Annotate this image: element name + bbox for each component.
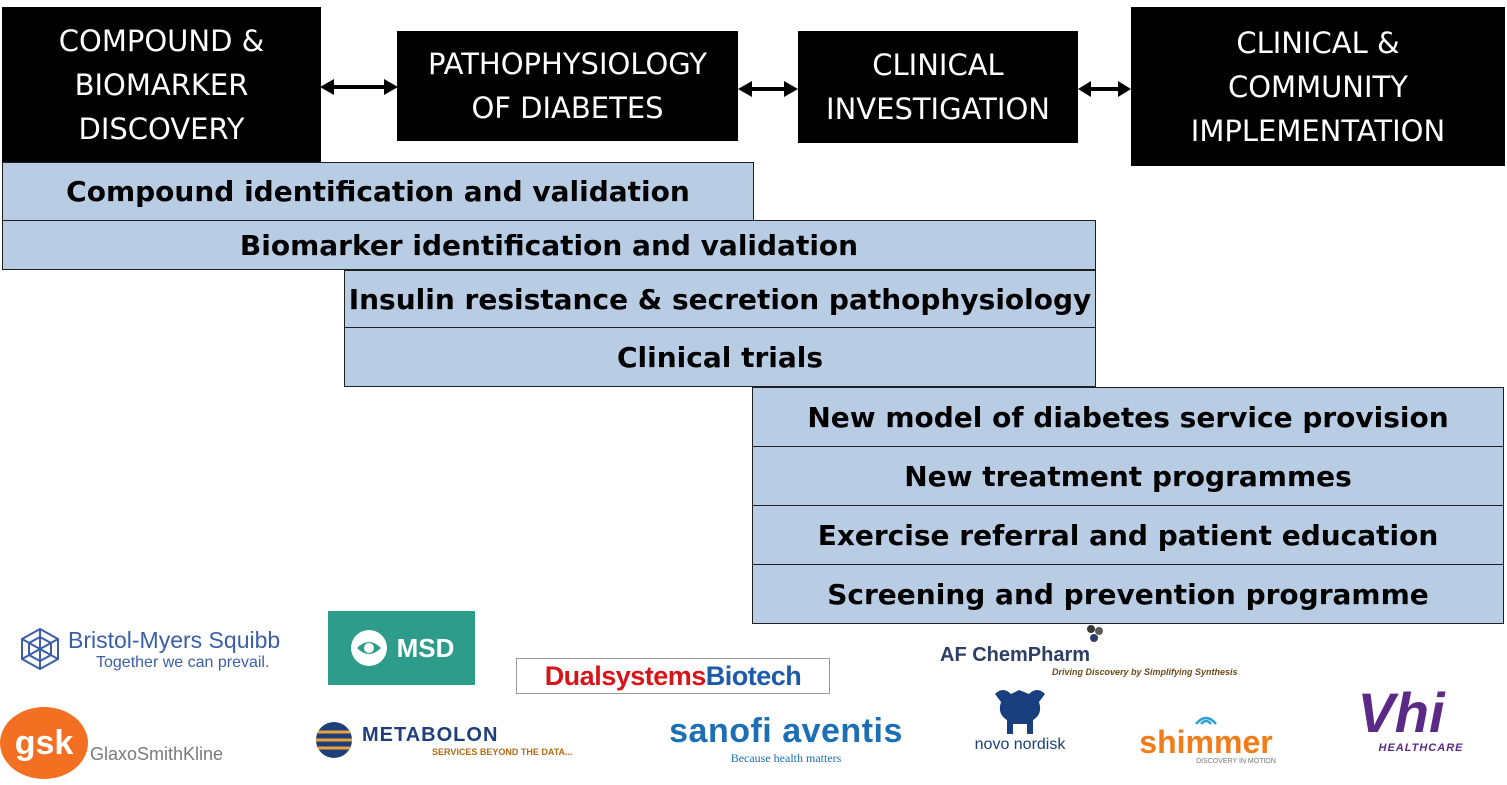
activity-label: Clinical trials xyxy=(616,340,824,374)
metabolon-globe-icon xyxy=(316,722,352,758)
bms-logo: Bristol-Myers Squibb Together we can pre… xyxy=(18,618,288,680)
vhi-tagline: HEALTHCARE xyxy=(1378,742,1464,754)
stage-clinical-community-implementation: CLINICAL & COMMUNITY IMPLEMENTATION xyxy=(1131,7,1505,166)
stage-label: PATHOPHYSIOLOGY OF DIABETES xyxy=(427,47,708,125)
activity-exercise-referral: Exercise referral and patient education xyxy=(752,505,1504,565)
double-arrow-icon xyxy=(320,79,398,95)
activity-label: New treatment programmes xyxy=(904,459,1352,493)
stage-compound-biomarker-discovery: COMPOUND & BIOMARKER DISCOVERY xyxy=(2,7,321,162)
stage-label: COMPOUND & BIOMARKER DISCOVERY xyxy=(58,23,265,146)
stage-label: CLINICAL INVESTIGATION xyxy=(826,48,1050,126)
stage-clinical-investigation: CLINICAL INVESTIGATION xyxy=(798,31,1078,143)
activity-new-service-model: New model of diabetes service provision xyxy=(752,387,1504,447)
activity-label: New model of diabetes service provision xyxy=(807,400,1449,434)
activity-label: Screening and prevention programme xyxy=(827,577,1429,611)
activity-clinical-trials: Clinical trials xyxy=(344,327,1096,387)
metabolon-name: METABOLON xyxy=(362,723,499,746)
metabolon-logo: METABOLON SERVICES BEYOND THE DATA... xyxy=(314,716,604,764)
activity-label: Exercise referral and patient education xyxy=(817,518,1439,552)
bms-tagline: Together we can prevail. xyxy=(96,653,270,671)
sanofi-aventis-logo: sanofi aventis Because health matters xyxy=(648,712,924,776)
vhi-logo: Vhi HEALTHCARE xyxy=(1326,684,1476,760)
vhi-name: Vhi xyxy=(1357,681,1445,744)
bms-star-icon xyxy=(21,627,59,671)
sanofi-name: sanofi aventis xyxy=(669,712,903,750)
sanofi-tagline: Because health matters xyxy=(730,751,842,765)
activity-screening-prevention: Screening and prevention programme xyxy=(752,564,1504,624)
gsk-mark: gsk xyxy=(0,707,88,779)
metabolon-tagline: SERVICES BEYOND THE DATA... xyxy=(432,746,573,757)
activity-label: Compound identification and validation xyxy=(66,175,690,208)
bms-name: Bristol-Myers Squibb xyxy=(68,626,281,653)
activity-new-treatment-programmes: New treatment programmes xyxy=(752,446,1504,506)
afchempharm-tagline: Driving Discovery by Simplifying Synthes… xyxy=(1052,667,1238,677)
gsk-mark-text: gsk xyxy=(14,723,74,762)
stage-pathophysiology: PATHOPHYSIOLOGY OF DIABETES xyxy=(397,31,738,141)
msd-logo: MSD xyxy=(328,611,475,685)
activity-biomarker-identification: Biomarker identification and validation xyxy=(2,220,1096,270)
msd-name: MSD xyxy=(396,632,455,663)
activity-insulin-pathophysiology: Insulin resistance & secretion pathophys… xyxy=(344,270,1096,328)
dualsystems-part2: Biotech xyxy=(705,660,802,691)
double-arrow-icon xyxy=(738,81,798,97)
novo-bull-icon xyxy=(995,690,1045,734)
activity-label: Insulin resistance & secretion pathophys… xyxy=(348,282,1092,316)
activity-label: Biomarker identification and validation xyxy=(239,228,859,262)
stage-label: CLINICAL & COMMUNITY IMPLEMENTATION xyxy=(1190,25,1446,148)
gsk-logo: gsk GlaxoSmithKline xyxy=(0,706,245,780)
afchempharm-name: AF ChemPharm xyxy=(940,644,1091,666)
activity-compound-identification: Compound identification and validation xyxy=(2,162,754,221)
shimmer-logo: shimmer DISCOVERY IN MOTION xyxy=(1124,712,1288,776)
afchempharm-logo: AF ChemPharm Driving Discovery by Simpli… xyxy=(940,622,1240,686)
shimmer-tagline: DISCOVERY IN MOTION xyxy=(1196,758,1276,765)
novo-name: novo nordisk xyxy=(974,736,1066,753)
shimmer-name: shimmer xyxy=(1139,724,1273,760)
gsk-name: GlaxoSmithKline xyxy=(90,743,224,764)
dualsystems-part1: Dualsystems xyxy=(544,660,707,691)
shimmer-signal-icon xyxy=(1195,716,1217,725)
afchempharm-mark-icon xyxy=(1087,625,1103,642)
msd-mark-icon xyxy=(350,630,387,666)
novo-nordisk-logo: novo nordisk xyxy=(974,684,1066,762)
double-arrow-icon xyxy=(1078,81,1131,97)
